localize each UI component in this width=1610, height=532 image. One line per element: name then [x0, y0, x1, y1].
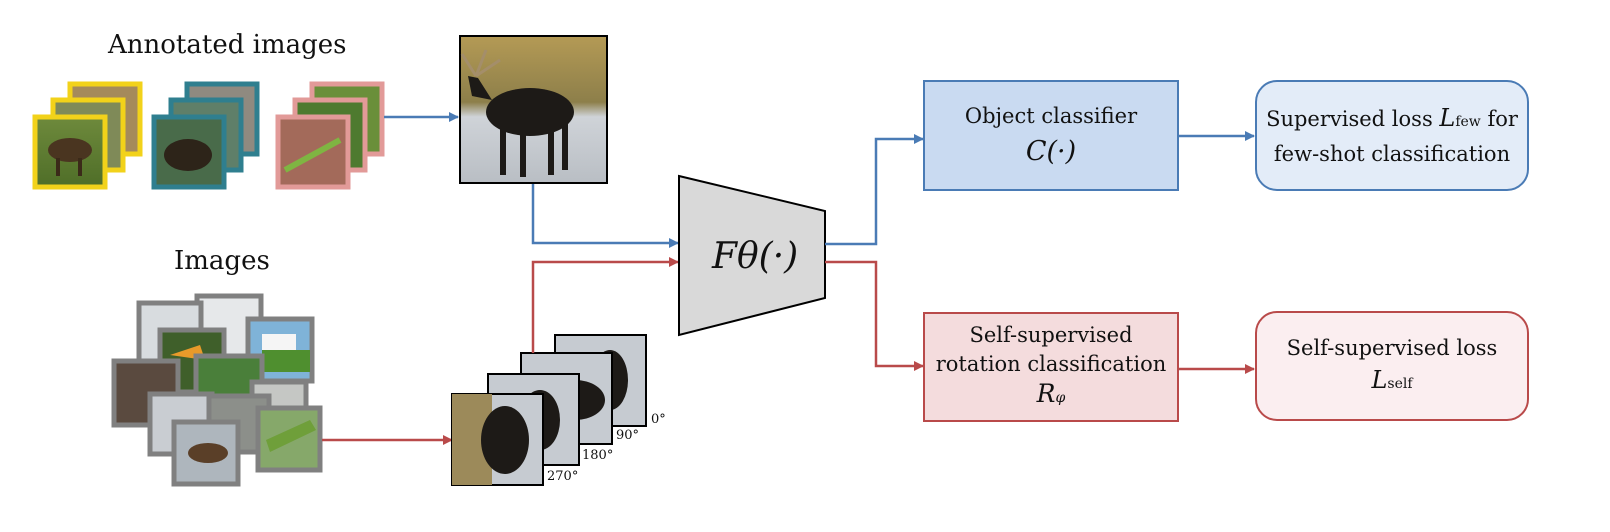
arrow-image-to-network [531, 184, 679, 248]
rotation-label-180: 180° [582, 448, 614, 463]
images-title: Images [174, 246, 270, 276]
feature-network-label: Fθ(·) [712, 236, 798, 277]
rotated-image-stack [451, 334, 647, 486]
arrow-rotations-to-network [531, 257, 679, 353]
arrow-network-to-rotation [825, 260, 924, 371]
unlabeled-image-collage [111, 293, 323, 487]
supervised-loss-symbol: L [1439, 103, 1456, 132]
rotation-label-90: 90° [616, 428, 640, 443]
self-loss-subscript: self [1387, 376, 1413, 392]
self-loss-symbol: L [1371, 366, 1388, 394]
rotation-label-270: 270° [547, 469, 579, 484]
rotation-classifier-line2: rotation classification [935, 352, 1167, 376]
object-classifier-box: Object classifier C(·) [923, 80, 1179, 191]
feature-network-text: Fθ(·) [712, 236, 799, 277]
feature-network-shape [678, 174, 826, 337]
self-loss-line1: Self-supervised loss [1286, 336, 1498, 360]
self-supervised-loss-box: Self-supervised loss Lself [1255, 311, 1529, 421]
rotation-classifier-line1: Self-supervised [969, 323, 1133, 347]
arrow-network-to-classifier [825, 134, 924, 246]
annotated-images-title: Annotated images [108, 30, 347, 60]
rotation-symbol: R [1036, 379, 1056, 408]
annotated-stack-yellow [32, 81, 143, 190]
rotation-classifier-symbol: Rφ [1037, 379, 1066, 413]
supervised-loss-box: Supervised loss Lfew for few-shot classi… [1255, 80, 1529, 191]
rotation-label-0: 0° [651, 412, 666, 427]
supervised-loss-subscript: few [1455, 113, 1481, 130]
object-classifier-title: Object classifier [964, 103, 1138, 128]
self-loss-symbol-line: Lself [1371, 364, 1412, 400]
rotation-subscript: φ [1055, 390, 1066, 406]
object-classifier-symbol: C(·) [1025, 135, 1077, 167]
annotated-stack-teal [151, 81, 260, 190]
supervised-loss-line1: Supervised loss Lfew for [1266, 102, 1518, 138]
annotated-stack-pink [275, 81, 385, 190]
selected-moose-image [459, 35, 608, 184]
supervised-loss-line2: few-shot classification [1273, 141, 1511, 166]
rotation-classifier-box: Self-supervised rotation classification … [923, 312, 1179, 422]
supervised-loss-for: for [1480, 106, 1518, 131]
supervised-loss-text: Supervised loss [1266, 106, 1440, 131]
